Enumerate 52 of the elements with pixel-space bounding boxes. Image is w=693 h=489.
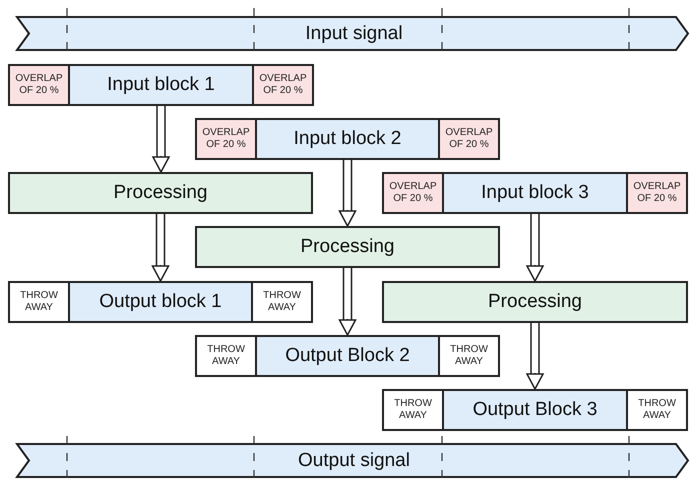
overlap-cell [252, 66, 312, 104]
block-label: Output Block 2 [285, 345, 410, 367]
hollow-arrow [338, 267, 356, 336]
cell-label: THROW AWAY [393, 398, 433, 422]
block-label: Input block 1 [107, 74, 215, 96]
hollow-arrow [526, 322, 544, 390]
throw-away-cell [10, 283, 70, 321]
hollow-arrow [152, 105, 170, 173]
cell-label: THROW AWAY [19, 290, 59, 314]
block-label: Output block 1 [99, 291, 222, 313]
cell-label: THROW AWAY [206, 344, 246, 368]
cell-label: OVERLAP OF 20 % [201, 127, 251, 151]
cell-label: OVERLAP OF 20 % [258, 73, 308, 97]
overlap-cell [438, 120, 498, 158]
cell-label: THROW AWAY [262, 290, 302, 314]
throw-away-cell [438, 337, 498, 375]
processing-box [195, 226, 500, 268]
processing-box [382, 281, 688, 323]
processing-box [8, 172, 313, 214]
input-block [195, 118, 500, 160]
block-label: Processing [300, 236, 394, 258]
overlap-cell [626, 174, 686, 212]
output-block [195, 335, 500, 377]
output-block [8, 281, 313, 323]
cell-label: THROW AWAY [637, 398, 677, 422]
signal-band [16, 443, 692, 478]
hollow-arrow [338, 159, 356, 227]
throw-away-cell [197, 337, 257, 375]
block-label: Processing [488, 291, 582, 313]
block-label: Output Block 3 [472, 399, 598, 421]
block-label: Input block 3 [481, 182, 589, 204]
throw-away-cell [251, 283, 311, 321]
overlap-cell [10, 66, 70, 104]
cell-label: OVERLAP OF 20 % [388, 181, 438, 205]
overlap-cell [197, 120, 257, 158]
cell-label: OVERLAP OF 20 % [444, 127, 494, 151]
throw-away-cell [626, 391, 686, 429]
signal-label: Input signal [305, 22, 403, 44]
cell-label: OVERLAP OF 20 % [14, 73, 64, 97]
input-block [382, 172, 688, 214]
cell-label: THROW AWAY [449, 344, 489, 368]
hollow-arrow [526, 213, 544, 282]
signal-band [16, 16, 692, 51]
signal-label: Output signal [298, 450, 410, 472]
throw-away-cell [384, 391, 444, 429]
block-label: Input block 2 [294, 128, 402, 150]
hollow-arrow [152, 213, 170, 282]
cell-label: OVERLAP OF 20 % [632, 181, 682, 205]
block-label: Processing [114, 182, 208, 204]
output-block [382, 389, 688, 431]
input-block [8, 64, 314, 106]
overlap-cell [384, 174, 444, 212]
